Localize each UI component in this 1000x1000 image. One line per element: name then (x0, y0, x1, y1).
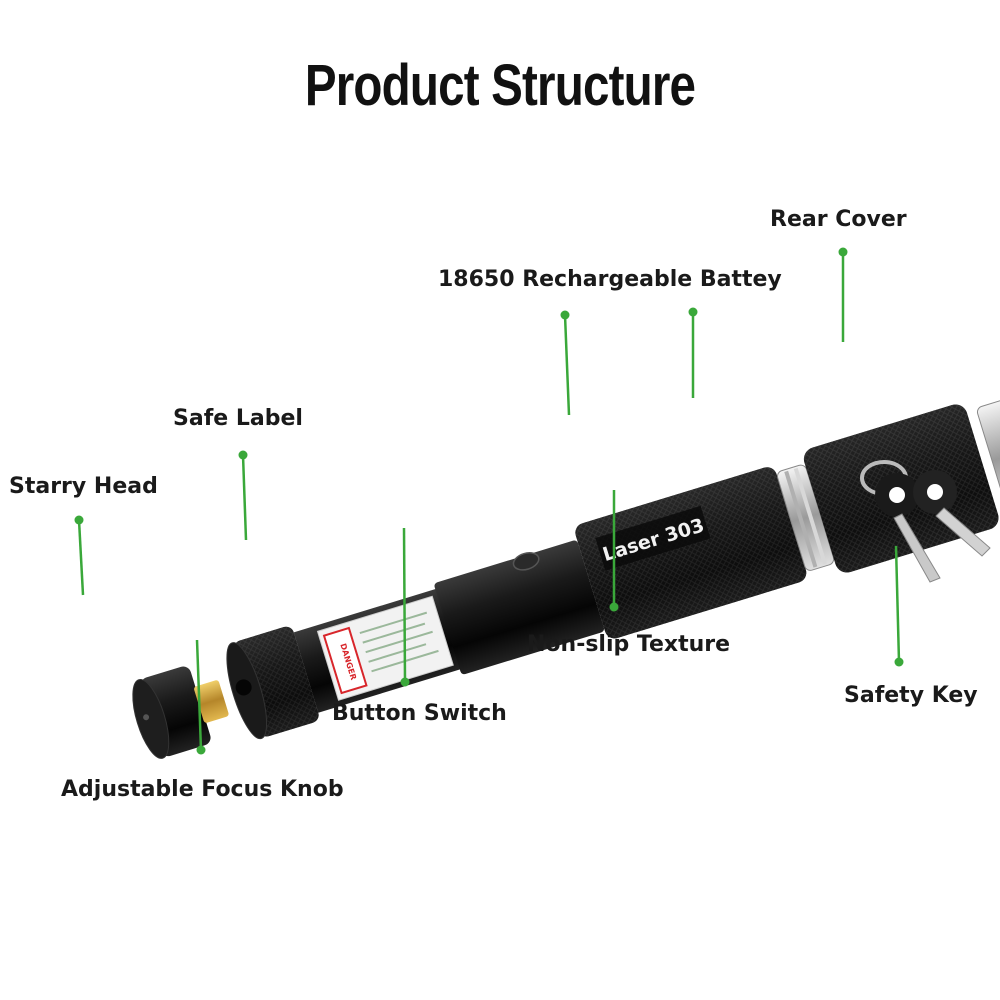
laser-body-assembly: DANGER (132, 399, 1000, 759)
callout-rear-cover: Rear Cover (770, 207, 907, 232)
callout-button-switch: Button Switch (332, 701, 507, 726)
rear-cover (976, 399, 1000, 513)
main-tube: Laser 303 (575, 467, 807, 639)
callout-non-slip-texture: Non-slip Texture (527, 632, 731, 657)
callout-safety-key: Safety Key (844, 683, 978, 708)
callout-safe-label: Safe Label (173, 406, 303, 431)
front-body: DANGER (293, 577, 485, 713)
starry-head-cap (132, 666, 229, 759)
callout-leaders (74, 247, 904, 755)
chrome-ring (777, 464, 835, 571)
focus-knob (226, 626, 319, 740)
switch-section (434, 540, 605, 675)
callout-starry-head: Starry Head (9, 474, 158, 499)
safety-keys (860, 460, 991, 583)
callout-focus-knob: Adjustable Focus Knob (61, 777, 344, 802)
callout-battery: 18650 Rechargeable Battey (438, 267, 782, 292)
page-title: Product Structure (304, 53, 696, 118)
button-switch (512, 552, 540, 571)
